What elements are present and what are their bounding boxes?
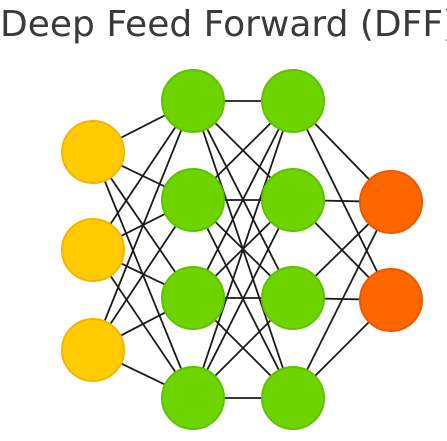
input-node-3 xyxy=(61,318,125,382)
input-node-2 xyxy=(61,218,125,282)
input-node-1 xyxy=(61,120,125,184)
hidden-2-node-1 xyxy=(261,69,325,133)
hidden-1-node-3 xyxy=(161,266,225,330)
output-node-2 xyxy=(359,268,423,332)
edge-hidden-1-4-to-hidden-2-2 xyxy=(192,199,294,399)
hidden-1-node-4 xyxy=(161,366,225,430)
edge-hidden-1-4-to-hidden-2-1 xyxy=(192,100,294,399)
hidden-1-node-1 xyxy=(161,69,225,133)
output-node-1 xyxy=(359,170,423,234)
edge-input-3-to-hidden-1-1 xyxy=(92,100,194,351)
hidden-2-node-3 xyxy=(261,266,325,330)
network-nodes xyxy=(61,69,423,430)
hidden-1-node-2 xyxy=(161,168,225,232)
hidden-2-node-4 xyxy=(261,366,325,430)
diagram-title: Deep Feed Forward (DFF) xyxy=(0,4,447,45)
edge-hidden-2-4-to-output-1 xyxy=(292,201,392,399)
hidden-2-node-2 xyxy=(261,168,325,232)
edge-hidden-1-3-to-hidden-2-1 xyxy=(192,100,294,299)
connection-edges xyxy=(92,100,392,399)
